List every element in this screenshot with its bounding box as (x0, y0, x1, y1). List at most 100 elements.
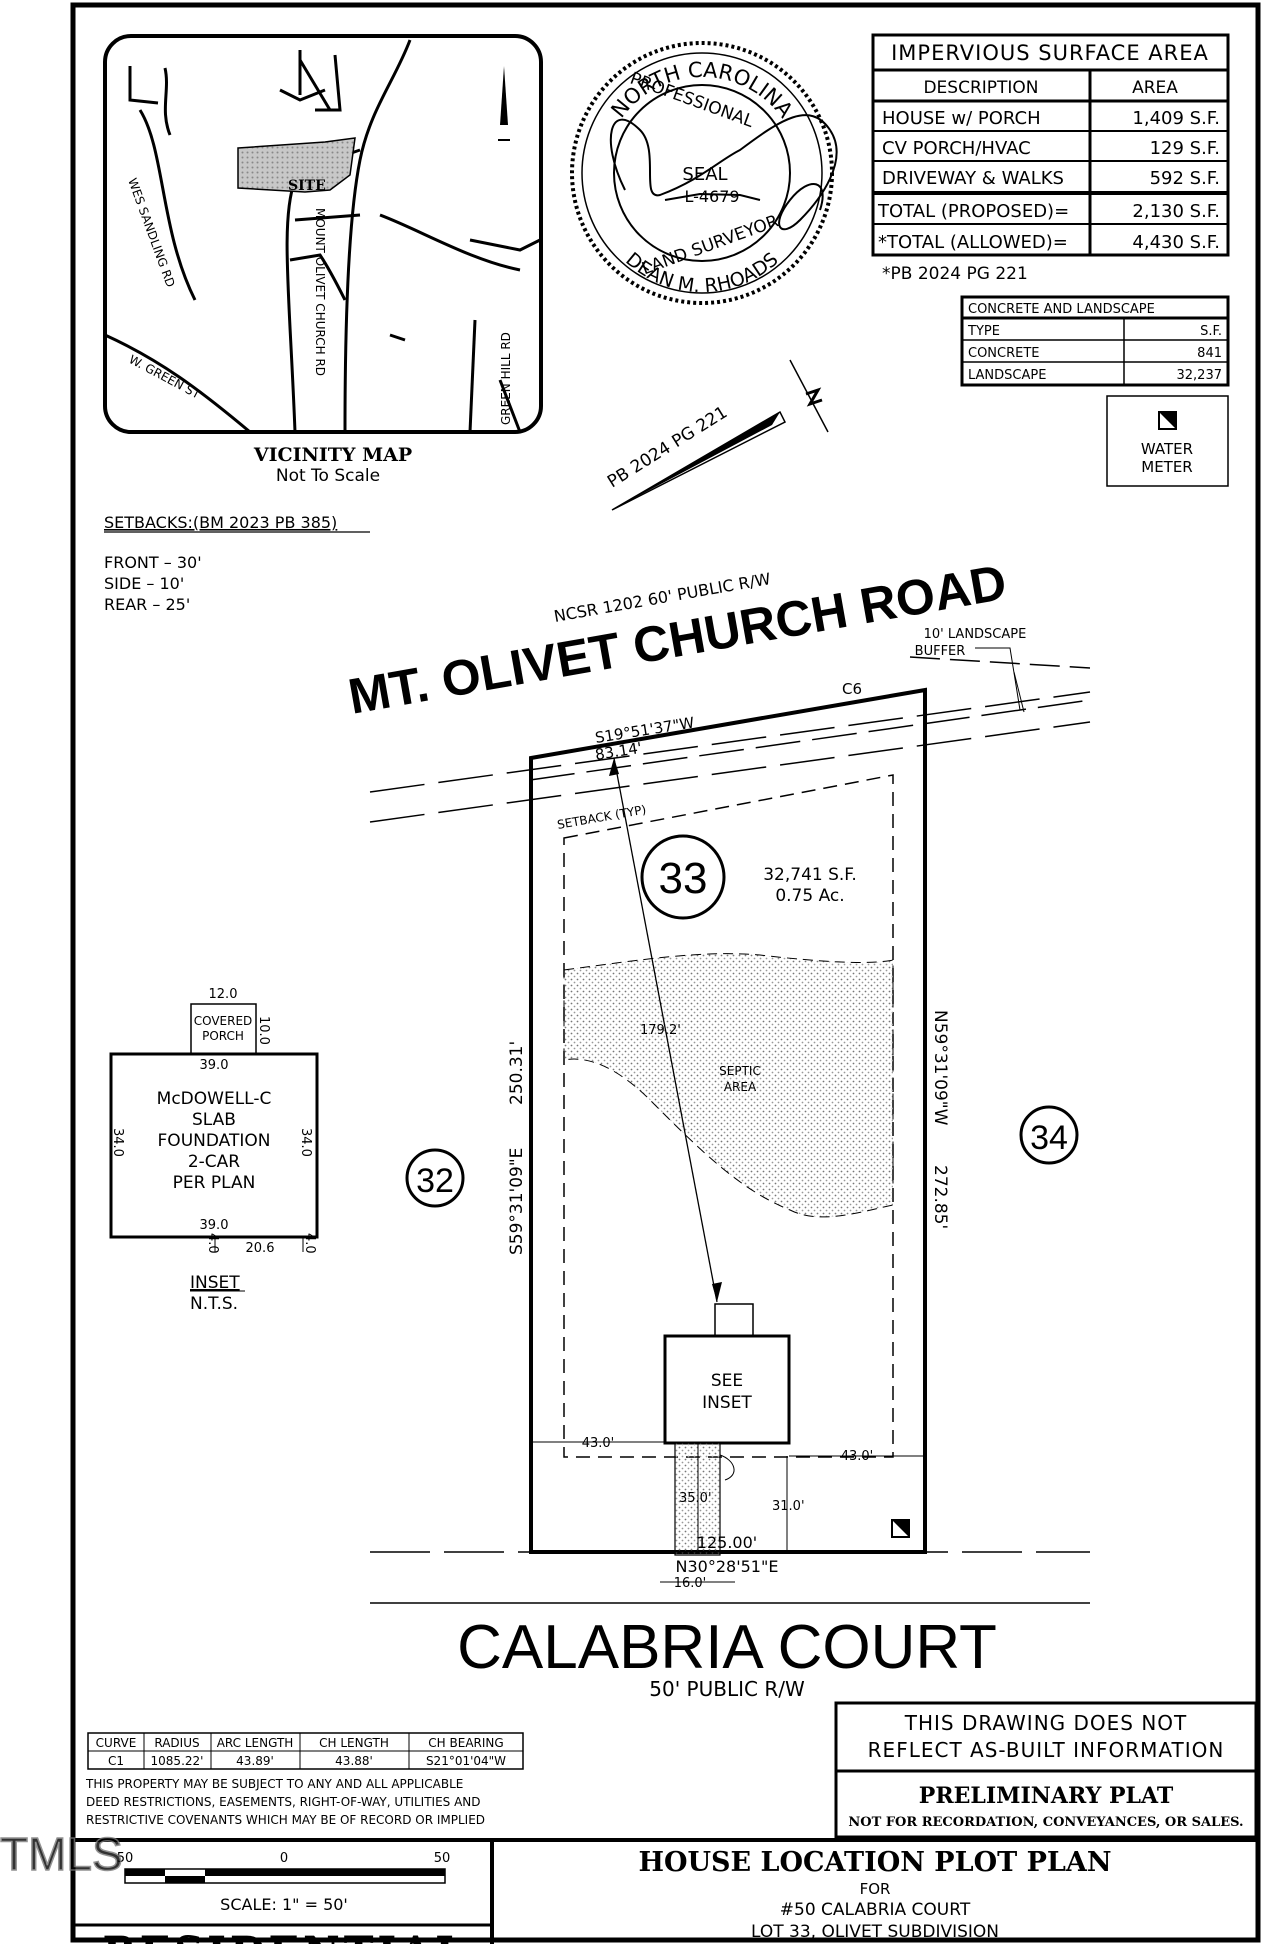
curve-cell: C1 (108, 1754, 124, 1768)
dim-drive-width: 16.0' (674, 1576, 707, 1591)
landscape-row-sf: 841 (1197, 346, 1222, 361)
bottom-left-title: RESIDENTIAL (103, 1928, 468, 1944)
curve-table: CURVE RADIUS ARC LENGTH CH LENGTH CH BEA… (87, 1732, 524, 1770)
curve-header: CH LENGTH (319, 1736, 389, 1750)
road-label-green-hill: GREEN HILL RD (499, 332, 513, 425)
west-distance: 250.31' (507, 1041, 527, 1105)
road-label-mount-olivet: MOUNT OLIVET CHURCH RD (313, 208, 327, 376)
plan-lot: LOT 33, OLIVET SUBDIVISION (751, 1922, 999, 1942)
curve-header: CURVE (96, 1736, 137, 1750)
landscape-row-type: LANDSCAPE (968, 368, 1046, 383)
as-built-line1: THIS DRAWING DOES NOT (904, 1711, 1188, 1735)
scale-tick: 50 (434, 1851, 451, 1866)
mt-olivet-church-road: MT. OLIVET CHURCH ROAD NCSR 1202 60' PUB… (344, 554, 1091, 823)
lot-number: 33 (659, 854, 708, 903)
as-built-note-box: THIS DRAWING DOES NOT REFLECT AS-BUILT I… (834, 1701, 1258, 1773)
impervious-footnote: *PB 2024 PG 221 (882, 264, 1028, 284)
seal-number: L-4679 (684, 187, 739, 206)
inset-house-line: McDOWELL-C (157, 1089, 272, 1109)
curve-cell: 1085.22' (151, 1754, 204, 1768)
impervious-total-area: 4,430 S.F. (1132, 232, 1220, 253)
impervious-row-desc: DRIVEWAY & WALKS (882, 168, 1064, 189)
landscape-title: CONCRETE AND LANDSCAPE (968, 302, 1155, 317)
east-bearing: N59°31'09"W (930, 1010, 950, 1126)
inset-small-left: 4.0 (205, 1233, 220, 1254)
scale-bar: 50 0 50 SCALE: 1" = 50' (117, 1851, 451, 1914)
septic-area (563, 953, 894, 1218)
inset-porch-width: 12.0 (209, 987, 238, 1002)
scale-tick: 0 (280, 1851, 288, 1866)
lot-33: SEPTIC AREA SETBACK (TYP) 179.2' 33 32,7… (507, 680, 950, 1591)
dim-rear: 31.0' (772, 1499, 805, 1514)
north-arrow-icon: PB 2024 PG 221 (604, 359, 829, 511)
preliminary-title: PRELIMINARY PLAT (919, 1783, 1174, 1809)
impervious-total-desc: TOTAL (PROPOSED)= (877, 201, 1069, 222)
surveyor-seal: NORTH CAROLINA DEAN M. RHOADS PROFESSION… (570, 41, 838, 305)
plan-for: FOR (860, 1880, 891, 1898)
inset-house-line: FOUNDATION (158, 1131, 271, 1151)
road-label-w-green: W. GREEN ST (127, 352, 204, 402)
inset-small-right: 4.0 (302, 1233, 317, 1254)
scale-tick: 50 (117, 1851, 134, 1866)
lot-area-ac: 0.75 Ac. (775, 886, 844, 906)
inset-nts: N.T.S. (190, 1294, 238, 1314)
property-note-line: DEED RESTRICTIONS, EASEMENTS, RIGHT-OF-W… (86, 1795, 481, 1809)
impervious-total-area: 2,130 S.F. (1132, 201, 1220, 222)
see-inset-line1: SEE (711, 1371, 743, 1391)
calabria-court: CALABRIA COURT 50' PUBLIC R/W (370, 1551, 1090, 1701)
impervious-row-desc: HOUSE w/ PORCH (882, 108, 1041, 129)
inset-top-width: 39.0 (200, 1058, 229, 1073)
setback-rear: REAR – 25' (104, 595, 190, 614)
curve-id-c6: C6 (842, 680, 862, 698)
vicinity-north-arrow-icon (498, 66, 510, 141)
setback-front: FRONT – 30' (104, 553, 202, 572)
preliminary-plat-box: PRELIMINARY PLAT NOT FOR RECORDATION, CO… (834, 1769, 1258, 1839)
setback-typ-label: SETBACK (TYP) (556, 803, 647, 832)
property-note-line: RESTRICTIVE COVENANTS WHICH MAY BE OF RE… (86, 1813, 485, 1827)
impervious-total-desc: *TOTAL (ALLOWED)= (878, 232, 1068, 253)
diagonal-distance: 179.2' (640, 1023, 681, 1038)
impervious-surface-table: IMPERVIOUS SURFACE AREA DESCRIPTION AREA… (871, 33, 1230, 284)
landscape-row-type: CONCRETE (968, 346, 1040, 361)
inset-porch-line2: PORCH (202, 1029, 244, 1043)
house-footprint (663, 1334, 791, 1445)
dim-drive: 35.0' (679, 1491, 712, 1506)
see-inset-line2: INSET (702, 1393, 752, 1413)
concrete-landscape-table: CONCRETE AND LANDSCAPE TYPE S.F. CONCRET… (960, 295, 1230, 387)
septic-label-line2: AREA (724, 1080, 757, 1094)
inset-left-depth: 34.0 (110, 1128, 125, 1157)
road-label-wes-sandling: WES SANDLING RD (125, 176, 178, 289)
water-meter-legend: WATER METER (1106, 395, 1229, 487)
vicinity-map-title: VICINITY MAP (253, 444, 412, 466)
inset-house-line: PER PLAN (173, 1173, 256, 1193)
neighbor-right-number: 34 (1030, 1119, 1068, 1157)
curve-cell: S21°01'04"W (426, 1754, 506, 1768)
east-distance: 272.85' (930, 1165, 950, 1229)
water-meter-icon (891, 1519, 910, 1538)
west-bearing: S59°31'09"E (507, 1148, 527, 1255)
curve-header: CH BEARING (428, 1736, 503, 1750)
title-block: HOUSE LOCATION PLOT PLAN FOR #50 CALABRI… (638, 1847, 1111, 1942)
watermark: TMLS (0, 1828, 123, 1880)
landscape-col-sf: S.F. (1200, 324, 1222, 339)
setback-side: SIDE – 10' (104, 574, 184, 593)
landscape-buffer-line2: BUFFER (915, 644, 966, 659)
lot-area-sf: 32,741 S.F. (763, 865, 857, 885)
curve-cell: 43.89' (236, 1754, 274, 1768)
plan-title: HOUSE LOCATION PLOT PLAN (638, 1847, 1111, 1878)
sheet-border (70, 2, 1261, 1943)
house-inset: 12.0 10.0 COVERED PORCH 39.0 39.0 34.0 3… (109, 987, 319, 1314)
inset-label: INSET (190, 1273, 240, 1293)
impervious-row-area: 1,409 S.F. (1132, 108, 1220, 129)
setbacks-note: SETBACKS:(BM 2023 PB 385) FRONT – 30' SI… (104, 513, 370, 614)
lot-number-circle (640, 834, 726, 920)
inset-porch-line1: COVERED (194, 1014, 253, 1028)
neighbor-lot-34: 34 (1019, 1105, 1079, 1165)
landscape-col-type: TYPE (967, 324, 1000, 339)
inset-right-depth: 34.0 (298, 1128, 313, 1157)
neighbor-left-number: 32 (416, 1162, 454, 1200)
road-south-rw: 50' PUBLIC R/W (649, 1677, 805, 1701)
inset-garage-width: 20.6 (246, 1241, 275, 1256)
inset-house-line: SLAB (192, 1110, 236, 1130)
